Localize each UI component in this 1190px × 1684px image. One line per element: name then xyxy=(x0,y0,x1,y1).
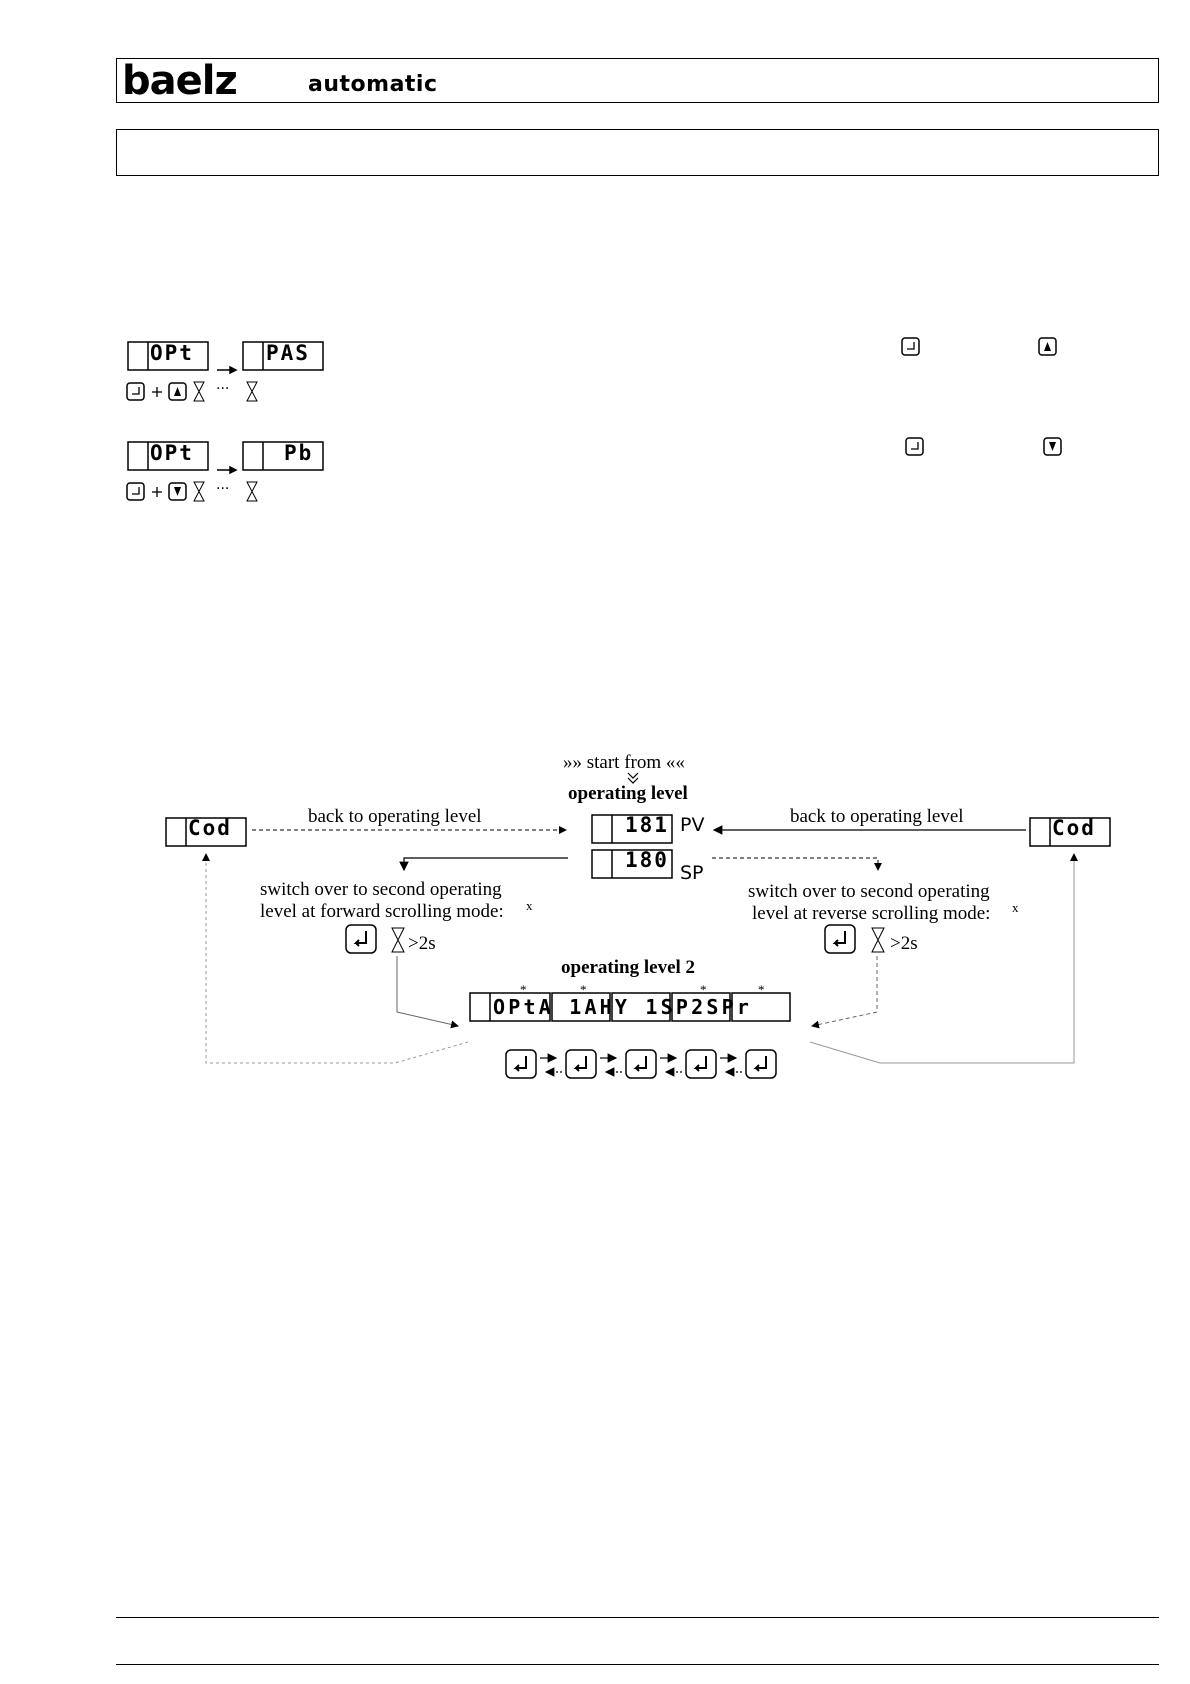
level2-display: OPtA 1AHY 1SP2SPr xyxy=(493,995,753,1019)
back-to-operating-left: back to operating level xyxy=(308,806,482,827)
header-box: baelz automatic xyxy=(116,58,1159,103)
operating-level-title: operating level xyxy=(568,783,688,804)
sp-value: 180 xyxy=(625,848,669,872)
footer-rule-top xyxy=(116,1617,1159,1618)
sp-label: SP xyxy=(680,862,704,884)
display-box xyxy=(127,341,209,371)
hold-time-left: >2s xyxy=(408,933,436,954)
pv-value: 181 xyxy=(625,813,669,837)
asterisk-2: * xyxy=(580,982,587,997)
combo1-display-from: OPt xyxy=(150,341,194,365)
hold-time-right: >2s xyxy=(890,933,918,954)
combo1-ellipsis: ··· xyxy=(216,381,230,397)
start-from-label: »» start from «« xyxy=(563,752,685,773)
footnote-mark-left: x xyxy=(526,898,533,913)
combo1-display-to: PAS xyxy=(266,341,310,365)
right-code-display: Cod xyxy=(1052,816,1096,840)
combo2-ellipsis: ··· xyxy=(216,481,230,497)
asterisk-4: * xyxy=(758,982,765,997)
operating-level-2-title: operating level 2 xyxy=(561,957,696,978)
footnote-mark-right: x xyxy=(1012,900,1019,915)
asterisk-3: * xyxy=(700,982,707,997)
section-title-box xyxy=(116,129,1159,176)
combo2-display-to: Pb xyxy=(284,441,314,465)
combo2-display-from: OPt xyxy=(150,441,194,465)
brand-logo: baelz xyxy=(122,58,238,104)
switch-reverse-line1: switch over to second operating xyxy=(748,881,990,902)
switch-reverse-line2: level at reverse scrolling mode: xyxy=(752,903,991,924)
display-box xyxy=(242,341,324,371)
switch-forward-line1: switch over to second operating xyxy=(260,879,502,900)
operating-level-diagram xyxy=(165,772,1111,1079)
back-to-operating-right: back to operating level xyxy=(790,806,964,827)
footer-rule-bottom xyxy=(116,1664,1159,1665)
key-combo-graphics xyxy=(126,337,1062,502)
pv-label: PV xyxy=(680,814,705,836)
left-code-display: Cod xyxy=(188,816,232,840)
asterisk-1: * xyxy=(520,982,527,997)
brand-subtitle: automatic xyxy=(308,72,438,97)
switch-forward-line2: level at forward scrolling mode: xyxy=(260,901,504,922)
